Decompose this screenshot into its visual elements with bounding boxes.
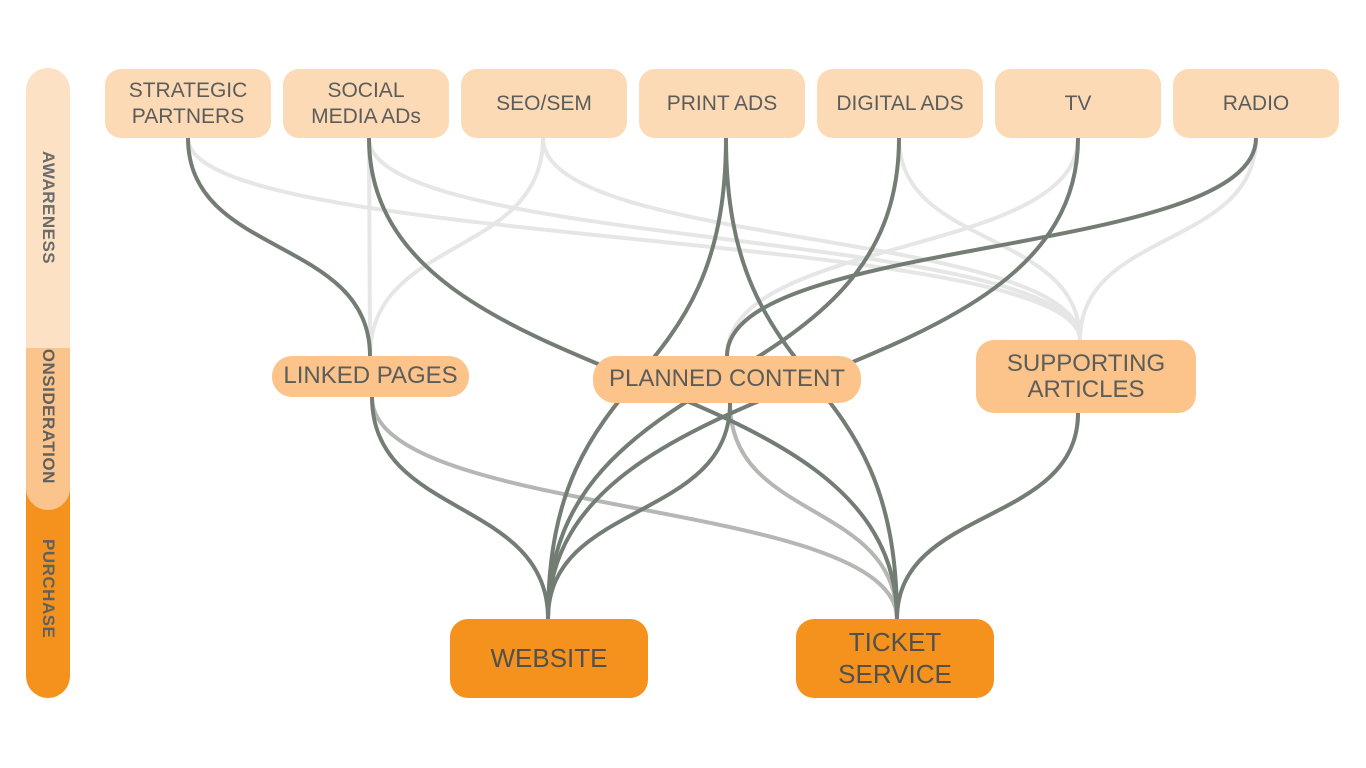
link-strategic-to-linked	[186, 136, 372, 358]
node-linked-pages: LINKED PAGES	[272, 356, 469, 397]
link-supporting-to-ticket	[895, 411, 1080, 621]
node-strategic-partners: STRATEGIC PARTNERS	[105, 69, 271, 138]
link-seo-to-supporting	[541, 136, 1082, 342]
node-website: WEBSITE	[450, 619, 648, 698]
link-social-to-supporting	[367, 136, 1082, 342]
stage-awareness-label: AWARENESS	[39, 151, 58, 265]
link-tv-to-planned	[725, 136, 1080, 358]
link-digital-to-supporting	[897, 136, 1082, 342]
node-print-ads: PRINT ADS	[639, 69, 805, 138]
link-planned-to-ticket	[728, 401, 899, 621]
stage-purchase: PURCHASE	[26, 480, 70, 698]
node-digital-ads: DIGITAL ADS	[817, 69, 983, 138]
node-social-media-ads: SOCIAL MEDIA ADs	[283, 69, 449, 138]
node-radio: RADIO	[1173, 69, 1339, 138]
node-supporting-articles: SUPPORTING ARTICLES	[976, 340, 1196, 413]
node-tv: TV	[995, 69, 1161, 138]
stage-consideration-label: CONSIDERATION	[39, 336, 58, 484]
stage-awareness: AWARENESS	[26, 68, 70, 348]
node-seo-sem: SEO/SEM	[461, 69, 627, 138]
link-linked-to-website	[370, 395, 550, 621]
stage-purchase-label: PURCHASE	[39, 539, 58, 639]
link-social-to-linked	[367, 136, 372, 358]
link-planned-to-website	[546, 401, 732, 621]
link-linked-to-ticket	[370, 395, 899, 621]
link-seo-to-linked	[368, 136, 545, 358]
link-strategic-to-supporting	[186, 136, 1082, 342]
link-radio-to-supporting	[1078, 136, 1258, 342]
node-planned-content: PLANNED CONTENT	[593, 356, 861, 403]
link-radio-to-planned	[725, 136, 1258, 358]
node-ticket-service: TICKET SERVICE	[796, 619, 994, 698]
